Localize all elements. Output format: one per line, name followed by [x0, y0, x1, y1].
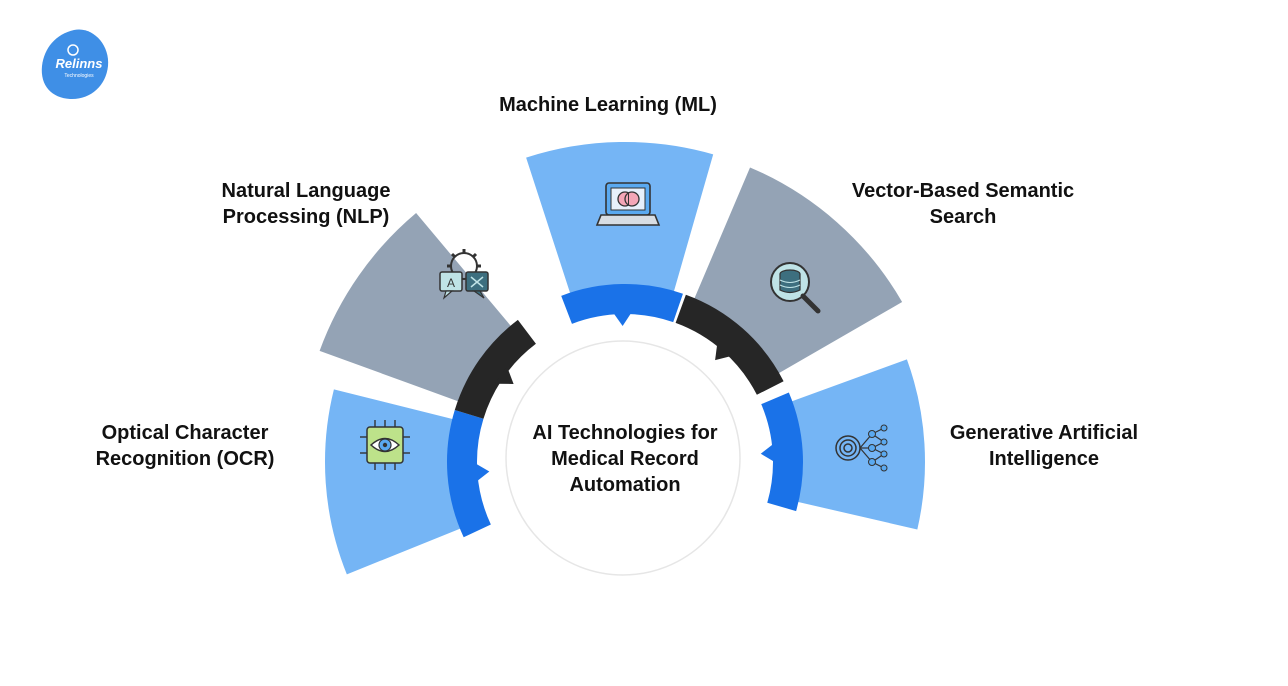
ring-arc-genai [761, 392, 803, 512]
database-search-icon [770, 262, 821, 314]
label-ocr: Optical Character Recognition (OCR) [70, 420, 300, 472]
logo-blob [41, 29, 109, 100]
ring-pointer-ml [611, 310, 633, 327]
language-gear-icon: A [439, 249, 489, 300]
label-ocr-line-2: Recognition (OCR) [95, 448, 275, 470]
label-genai-line-1: Generative Artificial [949, 422, 1139, 444]
ring-pointer-vector [715, 341, 734, 361]
ring-arc-ml [561, 284, 683, 324]
center-circle [505, 340, 741, 576]
ring-pointer-genai [760, 442, 777, 464]
center-title-line-1: AI Technologies for [532, 422, 718, 444]
svg-text:A: A [447, 276, 455, 290]
relinns-logo [41, 29, 109, 100]
fingerprint-network-icon [835, 424, 888, 472]
ring-arc-vector [675, 294, 784, 395]
lightbulb-icon [67, 44, 79, 56]
ring-arc-ocr [446, 409, 491, 538]
label-vector-line-1: Vector-Based Semantic [851, 180, 1075, 202]
logo-text: Relinns [55, 56, 103, 71]
label-genai: Generative Artificial Intelligence [918, 420, 1170, 472]
center-title-line-2: Medical Record [551, 448, 699, 470]
label-ml-line-1: Machine Learning (ML) [499, 94, 717, 116]
ring-arc-nlp [454, 319, 536, 419]
label-ml: Machine Learning (ML) [478, 92, 738, 118]
center-title-line-3: Automation [569, 474, 681, 496]
segment-nlp [319, 213, 529, 411]
brain-laptop-icon [595, 182, 661, 226]
label-nlp-line-1: Natural Language [221, 180, 391, 202]
label-vector-line-2: Search [929, 206, 997, 228]
label-genai-line-2: Intelligence [988, 448, 1100, 470]
segment-ml [526, 141, 714, 320]
ring-pointer-nlp [494, 366, 514, 384]
eye-chip-icon [360, 420, 410, 470]
label-vector: Vector-Based Semantic Search [828, 178, 1098, 230]
label-nlp-line-2: Processing (NLP) [222, 206, 390, 228]
label-ocr-line-1: Optical Character [101, 422, 269, 444]
ring-pointer-ocr [473, 462, 490, 484]
inner-ring-layer [446, 284, 803, 538]
center-title: AI Technologies for Medical Record Autom… [508, 420, 742, 498]
label-nlp: Natural Language Processing (NLP) [196, 178, 416, 230]
segment-ocr [325, 389, 486, 575]
logo-subtext: Technologies [64, 73, 94, 79]
